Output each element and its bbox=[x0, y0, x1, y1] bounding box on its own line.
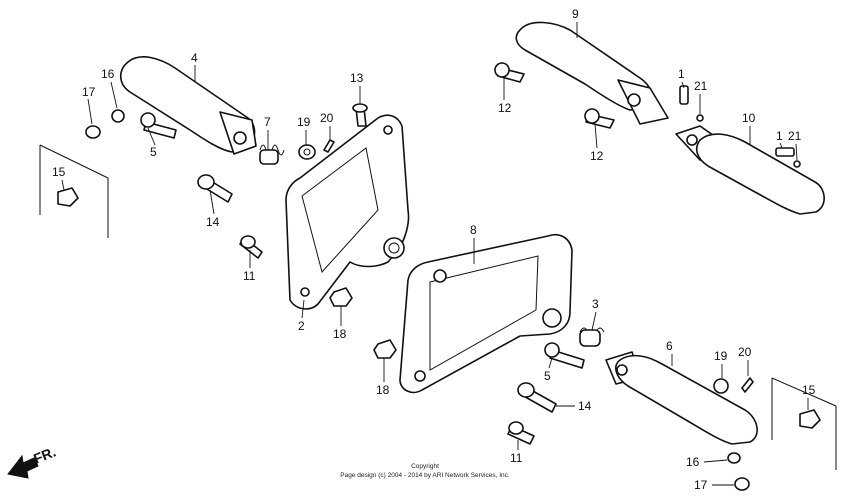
label-12b: 12 bbox=[590, 149, 604, 163]
label-13: 13 bbox=[350, 71, 364, 85]
front-direction-label: FR. bbox=[31, 443, 58, 466]
callout-labels: 4 16 17 5 7 19 20 13 15 14 11 2 18 18 8 … bbox=[52, 7, 816, 492]
label-12a: 12 bbox=[498, 101, 512, 115]
footpeg-passenger-left bbox=[605, 351, 758, 445]
footpeg-left-front bbox=[119, 56, 257, 155]
label-1b: 1 bbox=[776, 129, 783, 143]
label-19b: 19 bbox=[714, 349, 728, 363]
copyright-title: Copyright bbox=[411, 463, 439, 470]
label-17b: 17 bbox=[694, 478, 708, 492]
label-9: 9 bbox=[572, 7, 579, 21]
label-15b: 15 bbox=[802, 383, 816, 397]
frame-lines bbox=[39, 144, 837, 470]
footpeg-bracket-left bbox=[285, 114, 410, 310]
label-15a: 15 bbox=[52, 165, 66, 179]
label-11b: 11 bbox=[510, 451, 523, 465]
hardware-parts bbox=[57, 62, 821, 491]
label-4: 4 bbox=[191, 51, 198, 65]
label-18a: 18 bbox=[333, 327, 347, 341]
label-1a: 1 bbox=[678, 67, 685, 81]
label-5b: 5 bbox=[544, 369, 551, 383]
label-20a: 20 bbox=[320, 111, 334, 125]
label-18b: 18 bbox=[376, 383, 390, 397]
label-21b: 21 bbox=[788, 129, 802, 143]
label-6: 6 bbox=[666, 339, 673, 353]
footpeg-passenger-right bbox=[675, 125, 825, 215]
footpeg-right-front bbox=[515, 21, 669, 125]
label-20b: 20 bbox=[738, 345, 752, 359]
label-14a: 14 bbox=[206, 215, 220, 229]
label-11a: 11 bbox=[243, 269, 256, 283]
label-10: 10 bbox=[742, 111, 756, 125]
label-3: 3 bbox=[592, 297, 599, 311]
copyright-notice: Page design (c) 2004 - 2014 by ARI Netwo… bbox=[340, 472, 510, 479]
label-16a: 16 bbox=[101, 67, 115, 81]
label-14b: 14 bbox=[578, 399, 592, 413]
footpeg-bracket-right bbox=[399, 234, 573, 394]
label-21a: 21 bbox=[694, 79, 708, 93]
label-7: 7 bbox=[264, 115, 271, 129]
label-8: 8 bbox=[470, 223, 477, 237]
front-direction-arrow: FR. bbox=[7, 443, 58, 479]
label-5a: 5 bbox=[150, 145, 157, 159]
label-16b: 16 bbox=[686, 455, 700, 469]
label-2: 2 bbox=[298, 319, 305, 333]
label-19a: 19 bbox=[297, 115, 311, 129]
label-17a: 17 bbox=[82, 85, 96, 99]
